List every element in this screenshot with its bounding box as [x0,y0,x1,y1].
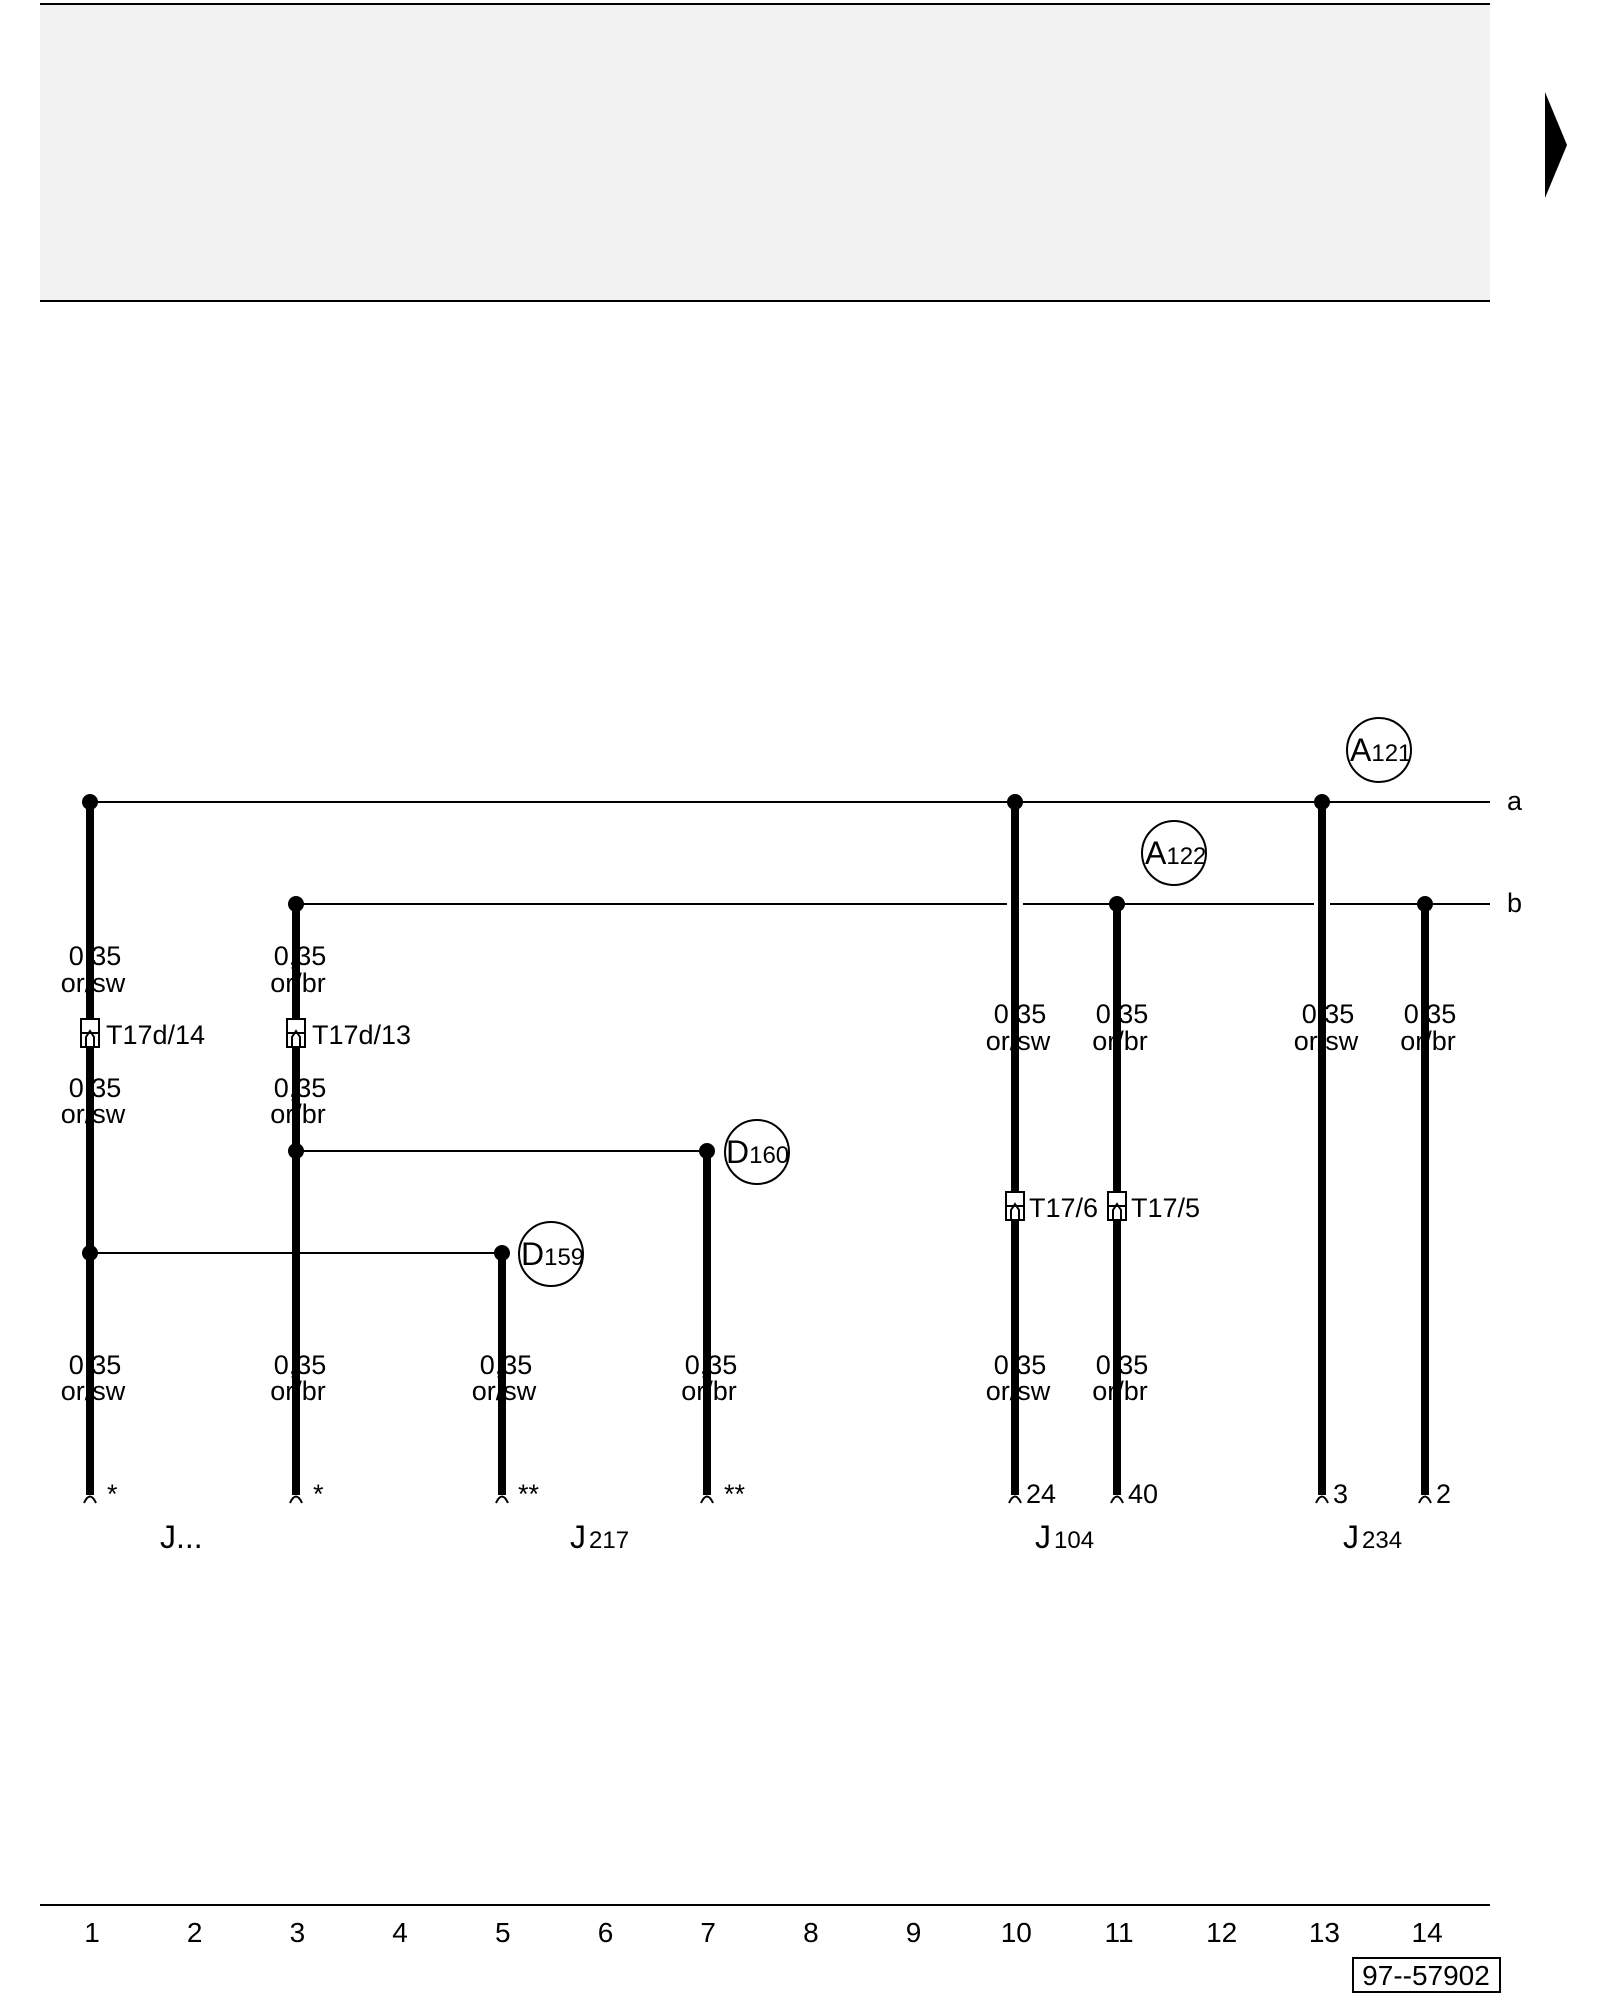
track-number: 2 [187,1917,203,1948]
pin-terminal-icon [495,1495,509,1504]
wire-size-label: 0,35 [994,1350,1047,1380]
pin-terminal-icon [1110,1495,1124,1504]
wire-color-label: or/br [1400,1026,1456,1056]
splice-a122[interactable]: A122 [1141,820,1207,886]
junction-dots [82,794,1433,1261]
triangle-right-icon[interactable] [1545,92,1567,198]
splice-letter: D160 [726,1134,789,1170]
wire-size-label: 0,35 [994,999,1047,1029]
splice-letter: D159 [521,1236,584,1272]
junction-dot [82,1245,98,1261]
splice-d160[interactable]: D160 [724,1119,790,1185]
connector-label: T17d/14 [106,1020,205,1050]
track-number: 10 [1001,1917,1032,1948]
wire-size-label: 0,35 [685,1350,738,1380]
wire-color-label: or/br [681,1376,737,1406]
junction-dot [1417,896,1433,912]
wire-color-label: or/br [270,968,326,998]
track-number: 1 [84,1917,100,1948]
wire-color-label: or/sw [61,1099,126,1129]
junction-dot [1314,794,1330,810]
pin-label: 3 [1333,1479,1348,1509]
track-number: 4 [392,1917,408,1948]
junction-dot [494,1245,510,1261]
pin-label: * [107,1479,118,1509]
component-label-jdots[interactable]: J... [160,1519,203,1555]
reference-box [1352,1957,1501,1993]
wire-size-label: 0,35 [274,1350,327,1380]
junction-dot [699,1143,715,1159]
wire-size-label: 0,35 [480,1350,533,1380]
track-number: 14 [1412,1917,1443,1948]
pin-terminal-icon [83,1495,97,1504]
splice-d159[interactable]: D159 [518,1221,584,1287]
track-number: 7 [700,1917,716,1948]
pin-terminal-icon [1315,1495,1329,1504]
track-number: 12 [1206,1917,1237,1948]
track-number: 9 [906,1917,922,1948]
splice-letter: A121 [1350,732,1411,768]
reference-code: 97--57902 [1362,1960,1490,1991]
wire-color-label: or/sw [986,1376,1051,1406]
wire-size-label: 0,35 [274,941,327,971]
pin-terminal-icon [1418,1495,1432,1504]
wire-size-label: 0,35 [274,1073,327,1103]
track-number: 6 [598,1917,614,1948]
splice-letter: A122 [1145,835,1206,871]
pin-terminal-icon [700,1495,714,1504]
wire-size-label: 0,35 [1096,999,1149,1029]
connector-label: T17d/13 [312,1020,411,1050]
bus-label-a: a [1507,786,1523,816]
pin-label: 2 [1436,1479,1451,1509]
connector-t17d-14[interactable]: T17d/14 [80,1018,205,1050]
wire-color-label: or/sw [1294,1026,1359,1056]
track-number: 11 [1104,1917,1133,1948]
header-band [40,4,1490,300]
wire-size-label: 0,35 [69,1350,122,1380]
pin-terminals [83,1495,1432,1504]
wire-size-label: 0,35 [1404,999,1457,1029]
pin-terminal-icon [289,1495,303,1504]
connector-label: T17/6 [1029,1193,1098,1223]
track-number: 3 [290,1917,306,1948]
connector-label: T17/5 [1131,1193,1200,1223]
wire-size-label: 0,35 [69,941,122,971]
wire-color-label: or/br [1092,1376,1148,1406]
connector-t17d-13[interactable]: T17d/13 [286,1018,411,1050]
junction-dot [1007,794,1023,810]
junction-dot [1109,896,1125,912]
track-number: 13 [1309,1917,1340,1948]
connector-t17-6[interactable]: T17/6 [1005,1191,1098,1223]
wire-color-label: or/br [270,1099,326,1129]
wire-color-label: or/sw [61,968,126,998]
wire-size-label: 0,35 [1302,999,1355,1029]
pin-label: ** [724,1479,746,1509]
pin-terminal-icon [1008,1495,1022,1504]
bus-label-b: b [1507,888,1522,918]
junction-dot [288,1143,304,1159]
pin-label: 24 [1026,1479,1056,1509]
junction-dot [82,794,98,810]
pin-label: ** [518,1479,540,1509]
junction-dot [288,896,304,912]
pin-label: * [313,1479,324,1509]
pin-label: 40 [1128,1479,1158,1509]
track-number: 8 [803,1917,819,1948]
wire-color-label: or/sw [986,1026,1051,1056]
wire-size-label: 0,35 [69,1073,122,1103]
track-number: 5 [495,1917,511,1948]
wire-color-label: or/br [1092,1026,1148,1056]
wire-color-label: or/sw [61,1376,126,1406]
wire-size-label: 0,35 [1096,1350,1149,1380]
wire-color-label: or/br [270,1376,326,1406]
wire-color-label: or/sw [472,1376,537,1406]
splice-a121[interactable]: A121 [1346,717,1412,783]
connector-t17-5[interactable]: T17/5 [1107,1191,1200,1223]
